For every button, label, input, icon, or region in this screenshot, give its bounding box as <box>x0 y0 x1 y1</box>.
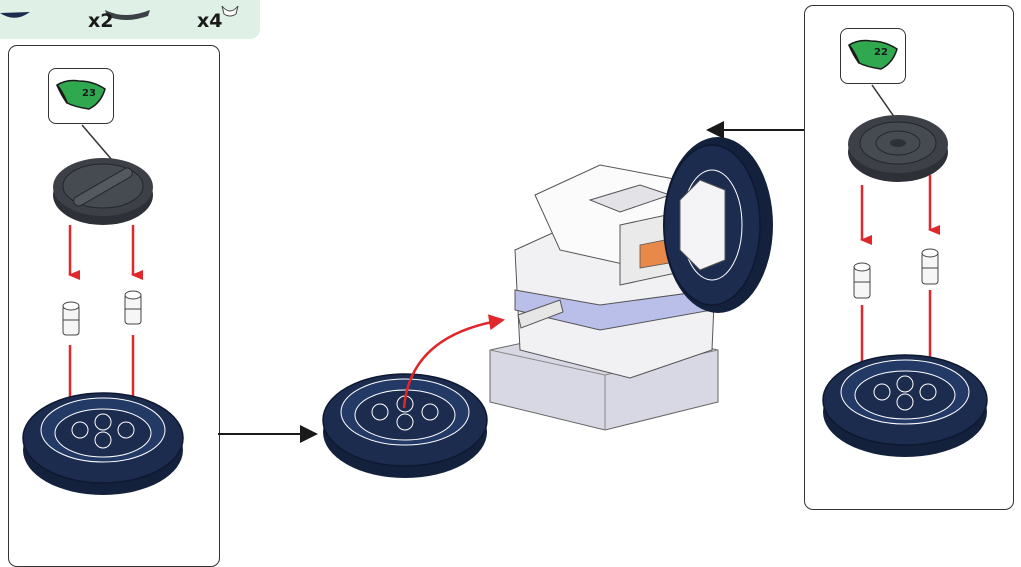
part-number-label: 23 <box>82 88 96 99</box>
part-callout-left: 23 <box>48 68 114 124</box>
white-pin-part <box>922 249 938 284</box>
green-tile-icon <box>841 29 905 83</box>
part-number-label: 22 <box>874 47 888 58</box>
white-pin-part <box>854 263 870 298</box>
navy-gear-wheel-part <box>823 355 987 457</box>
part-callout-right: 22 <box>840 28 906 84</box>
callout-leader-line <box>82 125 112 160</box>
main-model-assembly <box>490 137 773 430</box>
navy-gear-wheel-assembled <box>323 374 487 478</box>
navy-gear-wheel-part <box>23 393 183 495</box>
white-pin-part <box>63 302 79 335</box>
white-pin-part <box>125 291 141 324</box>
round-tile-bar-part <box>53 158 153 225</box>
green-tile-icon <box>49 69 113 123</box>
callout-leader-line <box>872 85 895 118</box>
round-tile-hole-part <box>848 115 948 182</box>
